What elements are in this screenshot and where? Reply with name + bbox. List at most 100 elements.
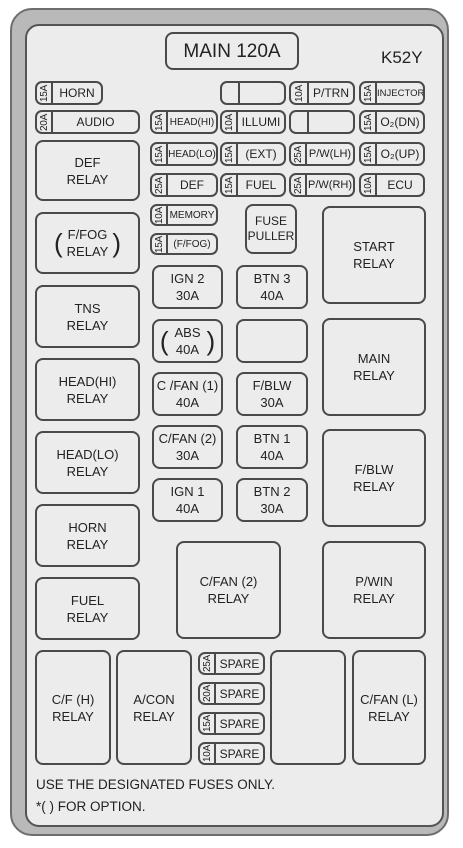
fuse-amp: 25A [201, 655, 213, 672]
fuse-spare-10a: 10A SPARE [198, 742, 265, 765]
fuse-label: O₂(UP) [380, 147, 420, 161]
fuse-empty-slot [236, 319, 308, 363]
cfanl-relay: C/FAN (L) RELAY [352, 650, 426, 765]
option-paren-right: ) [206, 326, 216, 356]
fuse-empty-top [220, 81, 286, 105]
fuse-btn3: BTN 3 40A [236, 265, 308, 309]
fuse-label: AUDIO [76, 115, 115, 129]
fuse-audio: 20A AUDIO [35, 110, 140, 134]
fuse-cfan2: C/FAN (2) 30A [152, 425, 223, 469]
fuse-amp: 25A [292, 176, 304, 194]
fuse-amp: 10A [293, 84, 305, 102]
fuse-label: SPARE [219, 686, 260, 701]
fuse-label: ECU [387, 178, 413, 192]
fuse-amp: 25A [153, 176, 165, 194]
fblw-relay: F/BLW RELAY [322, 429, 426, 527]
fuse-o2-up: 15A O₂(UP) [359, 142, 425, 166]
main-fuse: MAIN 120A [165, 32, 299, 70]
fuse-amp: 20A [38, 113, 50, 131]
fuse-label: FUEL [245, 178, 277, 192]
pwin-relay: P/WIN RELAY [322, 541, 426, 639]
fuse-amp: 10A [223, 113, 235, 131]
option-paren-left: ( [53, 228, 63, 258]
def-relay: DEF RELAY [35, 140, 140, 201]
fuse-def: 25A DEF [150, 173, 218, 197]
fuse-amp: 15A [153, 145, 165, 163]
fuse-ign1: IGN 1 40A [152, 478, 223, 522]
fuse-cfan1: C /FAN (1) 40A [152, 372, 223, 416]
fuse-amp: 15A [153, 113, 165, 131]
ffog-relay-label: F/FOG RELAY [66, 227, 109, 259]
abs-label: ABS 40A [174, 325, 201, 357]
fuse-btn2: BTN 2 30A [236, 478, 308, 522]
fuse-label: HEAD(LO) [168, 148, 216, 160]
fuse-amp: 15A [362, 145, 374, 163]
fuse-pw-rh: 25A P/W(RH) [289, 173, 355, 197]
fuse-spare-20a: 20A SPARE [198, 682, 265, 705]
fuse-label: (EXT) [245, 147, 277, 161]
fuse-fuel: 15A FUEL [220, 173, 286, 197]
fuse-amp: 20A [201, 685, 213, 702]
fuse-box-code: K52Y [381, 48, 423, 67]
fuse-fblw: F/BLW 30A [236, 372, 308, 416]
fuse-label: P/W(LH) [308, 148, 352, 160]
fuse-btn1: BTN 1 40A [236, 425, 308, 469]
fuse-amp: 10A [362, 176, 374, 194]
fuse-injector: 15A INJECTOR [359, 81, 425, 105]
fuse-illumi: 10A ILLUMI [220, 110, 286, 134]
fuse-label: SPARE [219, 716, 260, 731]
fuse-empty-mid [289, 110, 355, 134]
head-lo-relay: HEAD(LO) RELAY [35, 431, 140, 494]
main-relay: MAIN RELAY [322, 318, 426, 416]
fuse-amp: 25A [292, 145, 304, 163]
fuse-label: P/W(RH) [308, 179, 352, 191]
empty-relay-slot [270, 650, 346, 765]
fuse-spare-25a: 25A SPARE [198, 652, 265, 675]
fuse-amp: 15A [223, 176, 235, 194]
fuse-spare-15a: 15A SPARE [198, 712, 265, 735]
fuse-label: SPARE [219, 746, 260, 761]
fuse-memory: 10A MEMORY [150, 204, 218, 226]
horn-relay: HORN RELAY [35, 504, 140, 567]
fuse-amp: 15A [153, 235, 165, 253]
fuse-amp: 15A [38, 84, 50, 102]
fuse-horn: 15A HORN [35, 81, 103, 105]
cfh-relay: C/F (H) RELAY [35, 650, 111, 765]
fuse-label: DEF [180, 178, 204, 192]
fuse-ext: 15A (EXT) [220, 142, 286, 166]
fuse-puller: FUSE PULLER [245, 204, 297, 254]
fuse-amp: 15A [362, 113, 374, 131]
fuse-label: HEAD(HI) [169, 116, 215, 128]
fuse-label: HORN [59, 86, 95, 100]
fuse-label: O₂(DN) [380, 115, 420, 129]
fuse-pw-lh: 25A P/W(LH) [289, 142, 355, 166]
fuse-label: P/TRN [313, 86, 349, 100]
head-hi-relay: HEAD(HI) RELAY [35, 358, 140, 421]
fuse-head-lo: 15A HEAD(LO) [150, 142, 218, 166]
fuse-label: ILLUMI [241, 115, 281, 129]
fuse-label: MEMORY [169, 209, 215, 221]
fuse-ptrn: 10A P/TRN [289, 81, 355, 105]
option-paren-right: ) [112, 228, 121, 258]
instruction-note: USE THE DESIGNATED FUSES ONLY. [36, 777, 276, 792]
option-paren-left: ( [159, 326, 169, 356]
fuel-relay: FUEL RELAY [35, 577, 140, 640]
fuse-head-hi: 15A HEAD(HI) [150, 110, 218, 134]
fuse-ign2: IGN 2 30A [152, 265, 223, 309]
fuse-amp: 15A [201, 715, 213, 732]
fuse-amp: 10A [153, 206, 165, 224]
fuse-amp: 15A [223, 145, 235, 163]
fuse-amp: 10A [201, 745, 213, 762]
acon-relay: A/CON RELAY [116, 650, 192, 765]
fuse-label: SPARE [219, 656, 260, 671]
fuse-ecu: 10A ECU [359, 173, 425, 197]
fuse-o2-dn: 15A O₂(DN) [359, 110, 425, 134]
tns-relay: TNS RELAY [35, 285, 140, 348]
fuse-amp: 15A [362, 84, 374, 102]
fuse-abs: ( ABS 40A ) [152, 319, 223, 363]
start-relay: START RELAY [322, 206, 426, 304]
option-note: *( ) FOR OPTION. [36, 799, 146, 814]
fuse-ffog: 15A (F/FOG) [150, 233, 218, 255]
ffog-relay: ( F/FOG RELAY ) [35, 212, 140, 274]
fuse-label: (F/FOG) [173, 238, 211, 250]
